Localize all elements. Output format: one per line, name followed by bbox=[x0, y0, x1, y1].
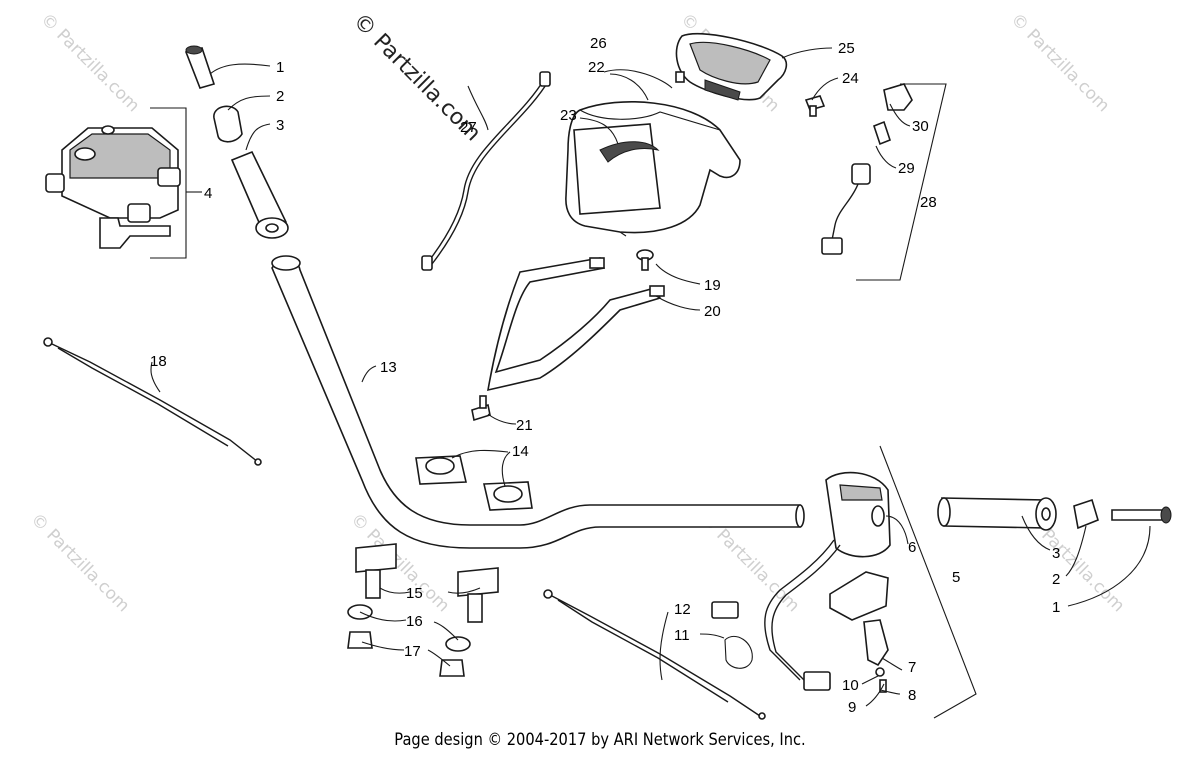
brake-cable-left bbox=[43, 337, 262, 466]
callout-17: 17 bbox=[404, 643, 421, 660]
callout-2: 2 bbox=[276, 88, 284, 105]
screw-21 bbox=[471, 395, 491, 422]
callout-11: 11 bbox=[674, 627, 690, 644]
callout-2-right: 2 bbox=[1052, 571, 1060, 588]
callout-19: 19 bbox=[704, 277, 721, 294]
callout-28: 28 bbox=[920, 194, 937, 211]
callout-18: 18 bbox=[150, 353, 167, 370]
watermark-text: © Partzilla.com bbox=[26, 509, 133, 616]
callout-1: 1 bbox=[276, 59, 284, 76]
riser-right bbox=[439, 567, 499, 677]
key-switch-assembly bbox=[821, 83, 947, 281]
callout-16: 16 bbox=[406, 613, 423, 630]
callout-10: 10 bbox=[842, 677, 859, 694]
throttle-housing bbox=[45, 107, 187, 259]
callout-7: 7 bbox=[908, 659, 916, 676]
callout-13: 13 bbox=[380, 359, 397, 376]
instrument-hood bbox=[565, 101, 741, 237]
speedometer-cable bbox=[421, 71, 551, 271]
callout-26: 26 bbox=[590, 35, 607, 52]
brake-lever-parts bbox=[829, 445, 977, 719]
callout-4: 4 bbox=[204, 185, 212, 202]
riser-left bbox=[347, 543, 397, 649]
callout-labels: 1 2 3 4 18 13 14 15 16 17 26 22 23 27 25… bbox=[150, 35, 1060, 716]
callout-21: 21 bbox=[516, 417, 533, 434]
callout-25: 25 bbox=[838, 40, 855, 57]
bolt-24 bbox=[804, 95, 826, 117]
speedometer bbox=[675, 32, 788, 101]
right-grip-assembly bbox=[937, 497, 1172, 531]
callout-1-right: 1 bbox=[1052, 599, 1060, 616]
leader-lines bbox=[150, 47, 1151, 707]
callout-12: 12 bbox=[674, 601, 691, 618]
callout-23: 23 bbox=[560, 107, 577, 124]
callout-8: 8 bbox=[908, 687, 916, 704]
instrument-bracket bbox=[487, 257, 665, 392]
callout-24: 24 bbox=[842, 70, 859, 87]
callout-9: 9 bbox=[848, 699, 856, 716]
callout-6: 6 bbox=[908, 539, 916, 556]
switch-housing bbox=[711, 471, 891, 691]
callout-22: 22 bbox=[588, 59, 605, 76]
callout-30: 30 bbox=[912, 118, 929, 135]
handlebar bbox=[271, 255, 805, 549]
callout-27: 27 bbox=[460, 119, 477, 136]
left-grip-assembly bbox=[184, 45, 289, 239]
handlebar-clamps bbox=[415, 455, 533, 511]
bolt-19 bbox=[636, 249, 654, 271]
callout-3-right: 3 bbox=[1052, 545, 1060, 562]
callout-29: 29 bbox=[898, 160, 915, 177]
page-footer: Page design © 2004-2017 by ARI Network S… bbox=[394, 730, 806, 750]
callout-5: 5 bbox=[952, 569, 960, 586]
callout-14: 14 bbox=[512, 443, 529, 460]
callout-3: 3 bbox=[276, 117, 284, 134]
callout-15: 15 bbox=[406, 585, 423, 602]
callout-20: 20 bbox=[704, 303, 721, 320]
watermark-text: © Partzilla.com bbox=[36, 9, 143, 116]
cable-tie bbox=[724, 635, 753, 669]
watermark-text: © Partzilla.com bbox=[1006, 9, 1113, 116]
